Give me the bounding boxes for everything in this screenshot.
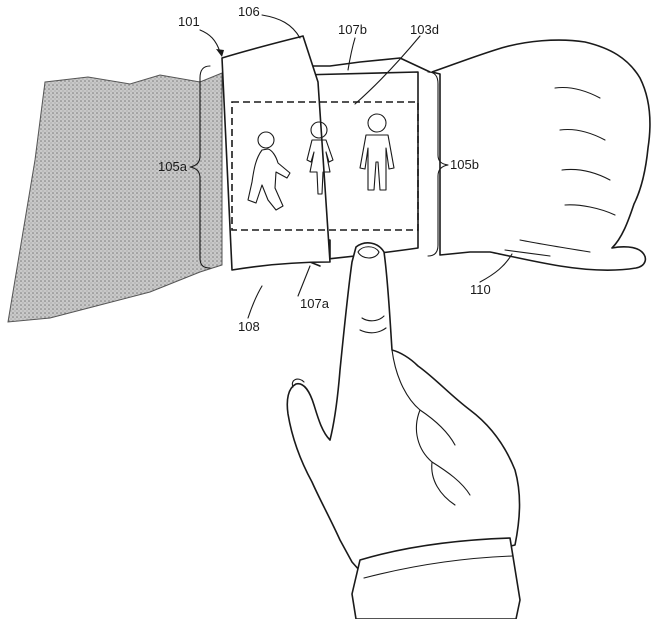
walking-person-icon (247, 131, 291, 211)
fist (431, 39, 651, 271)
leader-107b (347, 37, 356, 71)
knuckle-line-2 (559, 128, 606, 141)
forearm-top-edge (299, 57, 431, 73)
curled-finger-3 (431, 461, 456, 506)
thumb-tip (291, 378, 305, 388)
knuckle-line-1 (554, 86, 601, 99)
female-person-icon (306, 121, 334, 195)
leader-106 (261, 14, 301, 39)
fingernail (357, 246, 380, 259)
leader-101 (199, 29, 221, 53)
leader-103d (354, 35, 421, 105)
finger-crease-1 (361, 315, 385, 322)
knuckle-line-4 (564, 204, 616, 216)
thumb-line (519, 239, 591, 253)
label-110: 110 (470, 282, 491, 297)
leader-101-arrow (216, 49, 224, 57)
leader-107a (297, 265, 311, 297)
pointing-hand (286, 242, 521, 581)
sleeve (7, 72, 223, 323)
label-105b: 105b (450, 157, 479, 172)
bracket-105a (189, 65, 211, 269)
label-105a: 105a (158, 159, 188, 174)
label-103d: 103d (410, 22, 439, 37)
label-107a: 107a (300, 296, 330, 311)
leader-108 (247, 285, 263, 319)
label-108: 108 (238, 319, 260, 334)
label-107b: 107b (338, 22, 367, 37)
label-101: 101 (178, 14, 200, 29)
label-106: 106 (238, 4, 260, 19)
standing-person-icon (359, 113, 395, 191)
display-region-103d (231, 101, 419, 231)
finger-crease-2 (359, 327, 387, 334)
bracket-105b (427, 71, 449, 257)
wrist-crease (504, 249, 551, 257)
cuff-seam (363, 555, 513, 579)
knuckle-line-3 (561, 168, 611, 181)
leader-110 (479, 253, 513, 283)
